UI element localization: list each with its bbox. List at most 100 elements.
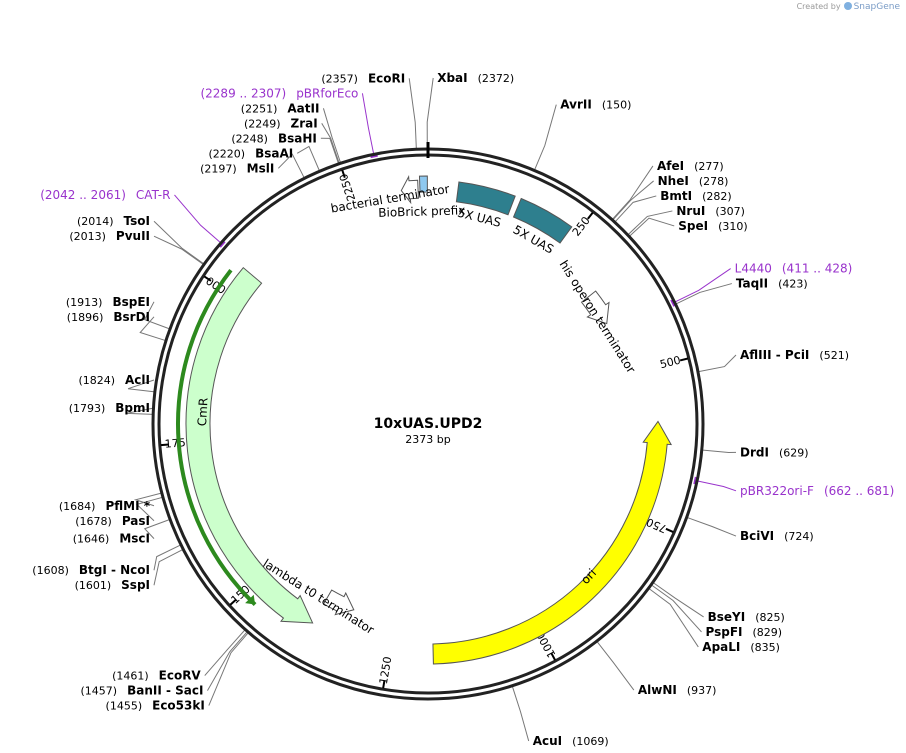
site-label-eco53ki[interactable]: (1455)Eco53kI	[106, 699, 205, 713]
site-name: BsaHI	[278, 131, 317, 145]
site-label-pspfi[interactable]: PspFI(829)	[706, 625, 783, 639]
site-pos: (2014)	[77, 215, 114, 228]
site-name: AcuI	[533, 734, 562, 748]
site-label-aatii[interactable]: (2251)AatII	[241, 101, 320, 115]
site-label-acli[interactable]: (1824)AclI	[78, 373, 150, 387]
site-label-zrai[interactable]: (2249)ZraI	[244, 116, 318, 130]
primer-binding-mark	[370, 154, 378, 159]
site-pos: (2013)	[69, 230, 106, 243]
tick-mark	[229, 598, 237, 606]
site-pos: (1793)	[69, 402, 106, 415]
site-label-nrui[interactable]: NruI(307)	[676, 204, 745, 218]
site-label-avrii[interactable]: AvrII(150)	[560, 98, 631, 112]
site-label-spei[interactable]: SpeI(310)	[678, 219, 747, 233]
site-name: ZraI	[291, 116, 318, 130]
site-name: MscI	[119, 532, 150, 546]
site-label-bmti[interactable]: BmtI(282)	[660, 189, 731, 203]
site-pos: (724)	[784, 530, 814, 543]
feature-his-operon-terminator	[580, 290, 610, 325]
site-leader-line	[135, 496, 164, 522]
site-label-pflmi[interactable]: (1684)PflMI *	[59, 499, 151, 513]
site-label-nhei[interactable]: NheI(278)	[658, 174, 729, 188]
site-leader-line	[153, 235, 205, 266]
site-label-drdi[interactable]: DrdI(629)	[740, 445, 809, 459]
site-name: BsaAI	[255, 146, 293, 160]
site-label-alwni[interactable]: AlwNI (937)	[638, 683, 717, 697]
site-leader-line	[143, 301, 171, 330]
site-label-bsahi[interactable]: (2248)BsaHI	[231, 131, 316, 145]
site-label-msci[interactable]: (1646)MscI	[73, 532, 150, 546]
site-leader-line	[277, 153, 305, 179]
site-leader-line	[153, 220, 205, 265]
primer-name: CAT-R	[136, 188, 171, 202]
site-pos: (835)	[750, 641, 780, 654]
site-label-bsaai[interactable]: (2220) BsaAI	[208, 146, 293, 160]
primer-label-pbr322ori-f[interactable]: pBR322ori-F(662 .. 681)	[740, 484, 894, 498]
site-leader-line	[533, 104, 557, 171]
feature-lambda-t0-terminator	[322, 589, 355, 616]
site-leader-line	[139, 316, 167, 342]
site-leader-line	[153, 548, 184, 586]
primer-leader-line	[361, 93, 375, 155]
site-leader-line	[126, 407, 155, 415]
site-leader-line	[127, 379, 155, 393]
site-leader-line	[596, 640, 635, 691]
site-label-msli[interactable]: (2197)MslI	[200, 161, 274, 175]
site-pos: (1069)	[572, 735, 609, 748]
site-name: Eco53kI	[152, 699, 205, 713]
site-label-banii-saci[interactable]: (1457)BanII - SacI	[81, 684, 204, 698]
site-label-bpmi[interactable]: (1793)BpmI	[69, 401, 150, 415]
site-label-apali[interactable]: ApaLI(835)	[702, 640, 780, 654]
site-pos: (1457)	[81, 685, 118, 698]
site-label-sspi[interactable]: (1601)SspI	[75, 578, 150, 592]
site-name: AflIII - PciI	[740, 348, 809, 362]
site-label-bsrdi[interactable]: (1896)BsrDI	[67, 310, 150, 324]
site-label-pasi[interactable]: (1678)PasI	[75, 514, 150, 528]
site-leader-line	[320, 137, 340, 165]
site-label-btgi-ncoi[interactable]: (1608) BtgI - NcoI	[32, 563, 150, 577]
plasmid-size: 2373 bp	[405, 433, 450, 446]
site-pos: (1608)	[32, 564, 69, 577]
label-leader-lines	[126, 77, 737, 742]
site-label-bcivi[interactable]: BciVI (724)	[740, 529, 814, 543]
feature-his-operon-terminator-label: his operon terminator	[557, 258, 639, 376]
tick-label: 500	[659, 354, 683, 372]
site-name: BseYI	[708, 610, 746, 624]
primer-name: pBR322ori-F	[740, 484, 814, 498]
primer-label-l4440[interactable]: L4440(411 .. 428)	[735, 262, 853, 276]
site-name: PasI	[122, 514, 150, 528]
site-name: NheI	[658, 174, 689, 188]
site-label-afliii-pcii[interactable]: AflIII - PciI(521)	[740, 348, 849, 362]
site-name: BciVI	[740, 529, 774, 543]
site-leader-line	[322, 108, 342, 164]
tick-mark	[341, 169, 346, 178]
site-name: AlwNI	[638, 683, 677, 697]
site-label-xbai[interactable]: XbaI(2372)	[437, 71, 514, 85]
site-label-pvuii[interactable]: (2013)PvuII	[69, 229, 150, 243]
site-name: BtgI - NcoI	[79, 563, 150, 577]
site-leader-line	[652, 581, 704, 618]
primer-label-cat-r[interactable]: (2042 .. 2061)CAT-R	[40, 188, 170, 202]
site-name: AatII	[287, 101, 319, 115]
site-pos: (937)	[687, 684, 717, 697]
site-pos: (2220)	[208, 147, 245, 160]
site-name: EcoRV	[159, 669, 202, 683]
site-label-ecori[interactable]: (2357)EcoRI	[321, 71, 405, 85]
site-pos: (2372)	[478, 72, 515, 85]
feature-biobrick-prefix	[418, 175, 428, 193]
site-label-tsoi[interactable]: (2014)TsoI	[77, 214, 150, 228]
site-label-afei[interactable]: AfeI(277)	[657, 159, 724, 173]
site-label-taqii[interactable]: TaqII(423)	[736, 277, 808, 291]
site-label-bseyi[interactable]: BseYI(825)	[708, 610, 785, 624]
site-name: BsrDI	[113, 310, 150, 324]
site-label-ecorv[interactable]: (1461)EcoRV	[112, 669, 201, 683]
site-label-bspei[interactable]: (1913)BspEI	[66, 295, 150, 309]
site-pos: (2197)	[200, 162, 237, 175]
site-pos: (1684)	[59, 500, 96, 513]
feature-cmr	[185, 266, 314, 624]
site-name: AvrII	[560, 98, 592, 112]
primer-label-pbrforeco[interactable]: (2289 .. 2307)pBRforEco	[200, 86, 358, 100]
site-leader-line	[143, 518, 171, 539]
site-leader-line	[650, 584, 702, 633]
site-label-acui[interactable]: AcuI (1069)	[533, 734, 609, 748]
